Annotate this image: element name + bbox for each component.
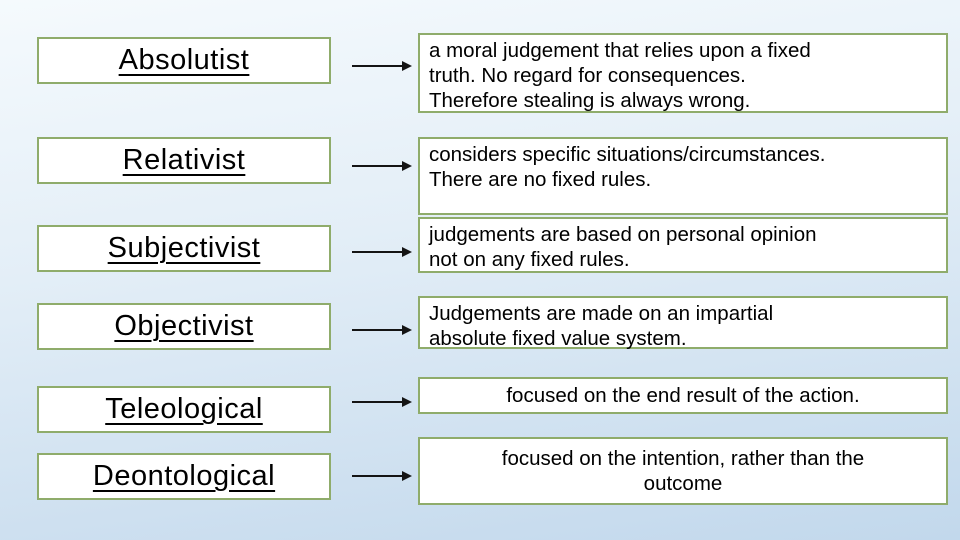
definition-box-relativist: considers specific situations/circumstan… bbox=[418, 137, 948, 215]
term-label-relativist: Relativist bbox=[122, 144, 246, 176]
term-box-objectivist: Objectivist bbox=[37, 303, 331, 350]
definition-text-deontological: focused on the intention, rather than th… bbox=[501, 447, 865, 495]
definition-text-teleological: focused on the end result of the action. bbox=[506, 384, 860, 407]
definition-box-objectivist: Judgements are made on an impartial abso… bbox=[418, 296, 948, 350]
term-box-deontological: Deontological bbox=[37, 453, 331, 500]
arrow-right-icon bbox=[352, 325, 412, 335]
term-label-absolutist: Absolutist bbox=[118, 44, 250, 76]
definition-text-relativist: considers specific situations/circumstan… bbox=[429, 143, 826, 191]
term-box-subjectivist: Subjectivist bbox=[37, 225, 331, 272]
arrow-right-icon bbox=[352, 247, 412, 257]
definition-box-absolutist: a moral judgement that relies upon a fix… bbox=[418, 33, 948, 113]
term-label-subjectivist: Subjectivist bbox=[107, 232, 261, 264]
arrow-right-icon bbox=[352, 161, 412, 171]
term-box-relativist: Relativist bbox=[37, 137, 331, 184]
definition-box-teleological: focused on the end result of the action. bbox=[418, 377, 948, 414]
arrow-right-icon bbox=[352, 397, 412, 407]
arrow-right-icon bbox=[352, 61, 412, 71]
term-box-teleological: Teleological bbox=[37, 386, 331, 433]
term-label-deontological: Deontological bbox=[92, 460, 276, 492]
term-label-teleological: Teleological bbox=[105, 393, 263, 425]
definition-text-absolutist: a moral judgement that relies upon a fix… bbox=[429, 39, 811, 112]
arrow-right-icon bbox=[352, 471, 412, 481]
definition-text-objectivist: Judgements are made on an impartial abso… bbox=[429, 302, 774, 350]
term-label-objectivist: Objectivist bbox=[114, 310, 254, 342]
definition-box-subjectivist: judgements are based on personal opinion… bbox=[418, 217, 948, 273]
definition-box-deontological: focused on the intention, rather than th… bbox=[418, 437, 948, 505]
term-box-absolutist: Absolutist bbox=[37, 37, 331, 84]
definition-text-subjectivist: judgements are based on personal opinion… bbox=[429, 223, 817, 271]
